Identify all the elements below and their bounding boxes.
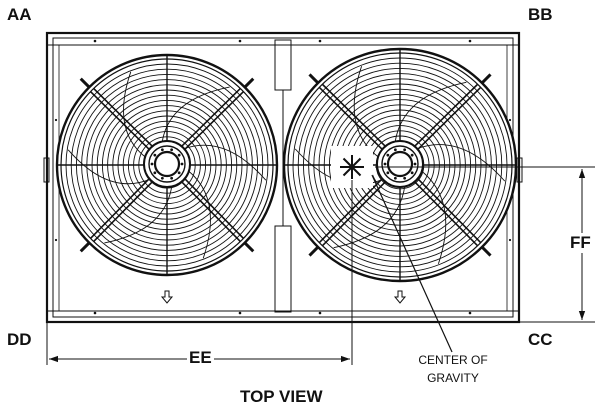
dimension-label-ff: FF	[568, 233, 593, 253]
corner-label-aa: AA	[7, 5, 32, 24]
cog-leader-line	[371, 174, 453, 353]
cog-label-line2: GRAVITY	[427, 371, 479, 385]
dimension-label-ee: EE	[187, 348, 214, 368]
airflow-arrow-icon	[160, 290, 407, 304]
corner-label-dd: DD	[7, 330, 32, 349]
center-of-gravity-label: CENTER OF GRAVITY	[405, 351, 501, 387]
corner-label-cc: CC	[528, 330, 553, 349]
mounting-holes	[54, 39, 512, 315]
fan-guard-left	[55, 53, 279, 277]
cog-label-line1: CENTER OF	[418, 353, 488, 367]
fan-guard-right	[282, 47, 518, 283]
view-title: TOP VIEW	[240, 387, 323, 406]
corner-label-bb: BB	[528, 5, 553, 24]
